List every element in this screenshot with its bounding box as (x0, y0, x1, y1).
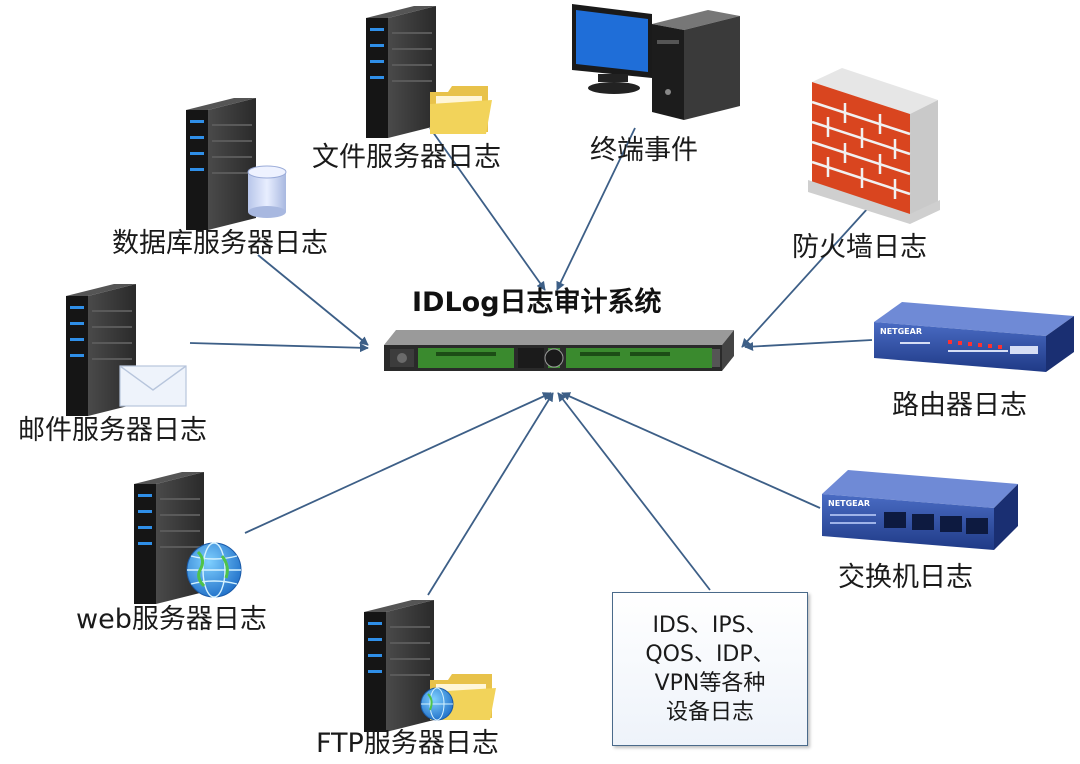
globe-icon (186, 542, 242, 598)
ftp-server-icon (364, 600, 496, 732)
router-brand-label: NETGEAR (880, 327, 922, 336)
label-ftp-server: FTP服务器日志 (316, 728, 499, 759)
label-file-server: 文件服务器日志 (312, 142, 501, 173)
arrow-switch (561, 392, 821, 509)
web-server-icon (134, 472, 242, 604)
device-box-line: IDS、IPS、 (652, 613, 768, 638)
mail-server-icon (66, 284, 187, 416)
desktop-computer-icon (572, 4, 740, 120)
rack-appliance-icon (384, 330, 734, 371)
envelope-icon (119, 365, 187, 407)
file-server-icon (366, 6, 492, 138)
connection-arrows (189, 127, 879, 596)
router-icon: NETGEAR (874, 302, 1074, 372)
svg-text:NETGEAR: NETGEAR (880, 327, 922, 336)
arrow-database-server (257, 254, 369, 346)
folder-icon (430, 86, 492, 134)
label-mail-server: 邮件服务器日志 (18, 415, 207, 446)
device-box-line: QOS、IDP、 (645, 642, 775, 667)
label-switch: 交换机日志 (838, 562, 973, 593)
firewall-icon (808, 68, 940, 224)
arrow-device-box (557, 392, 711, 591)
switch-icon: NETGEAR (822, 470, 1018, 550)
arrow-terminal (556, 127, 636, 291)
device-log-box: IDS、IPS、 QOS、IDP、 VPN等各种 设备日志 (612, 592, 808, 746)
label-terminal: 终端事件 (590, 135, 698, 166)
arrow-router (744, 339, 873, 352)
system-title: IDLog日志审计系统 (412, 287, 662, 318)
label-web-server: web服务器日志 (76, 604, 267, 635)
arrow-firewall (741, 196, 879, 348)
label-firewall: 防火墙日志 (792, 232, 927, 263)
database-server-icon (186, 98, 287, 230)
arrow-web-server (244, 392, 552, 534)
arrow-file-server (429, 127, 546, 291)
device-box-line: VPN等各种 (654, 671, 766, 696)
globe-icon (420, 687, 454, 721)
arrow-mail-server (189, 342, 369, 353)
database-icon (247, 165, 287, 218)
svg-text:NETGEAR: NETGEAR (828, 499, 870, 508)
switch-brand-label: NETGEAR (828, 499, 870, 508)
arrow-ftp-server (427, 392, 554, 596)
device-box-line: 设备日志 (665, 700, 754, 725)
label-database-server: 数据库服务器日志 (112, 228, 328, 259)
label-router: 路由器日志 (892, 390, 1027, 421)
